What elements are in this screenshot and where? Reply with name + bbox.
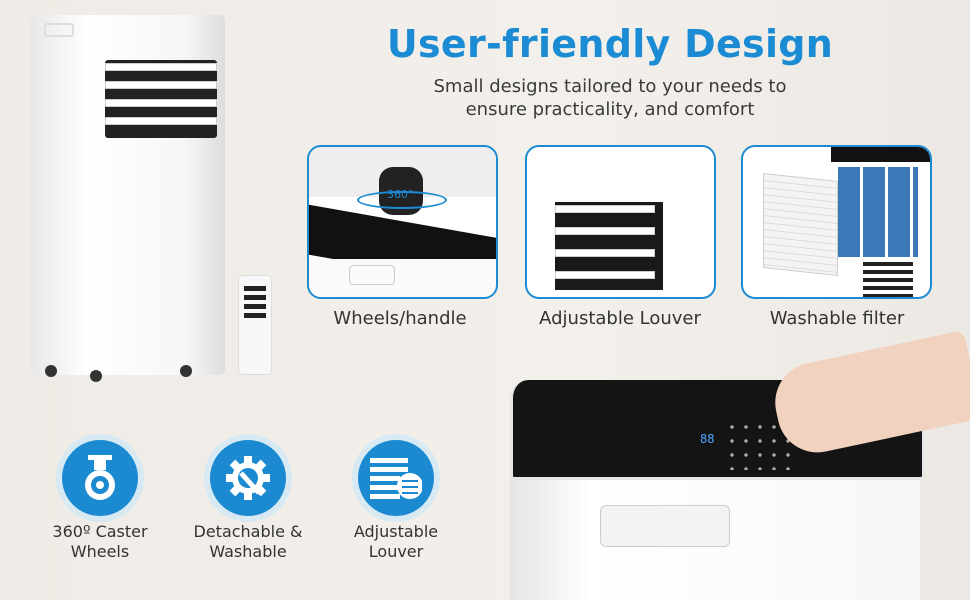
- gear-wrench-icon: [226, 456, 270, 500]
- feature-detachable-washable: [204, 434, 292, 522]
- temperature-display: 88: [700, 432, 715, 446]
- feature-adjustable-louver: [352, 434, 440, 522]
- air-conditioner-product-image: [30, 15, 225, 382]
- card-wheels-handle: 360°: [307, 145, 498, 299]
- subtitle-line-1: Small designs tailored to your needs to: [433, 76, 787, 97]
- pointing-hand-image: [767, 330, 970, 460]
- subtitle-line-2: ensure practicality, and comfort: [465, 99, 755, 120]
- rotation-badge: 360°: [387, 188, 414, 201]
- feature-caster-wheels: [56, 434, 144, 522]
- page-title: User-friendly Design: [386, 22, 834, 66]
- card-label-wheels: Wheels/handle: [333, 308, 467, 329]
- remote-control-image: [238, 275, 272, 375]
- card-washable-filter: [741, 145, 932, 299]
- card-label-louver: Adjustable Louver: [539, 308, 701, 329]
- control-panel-product-image: 88: [510, 380, 930, 600]
- card-label-filter: Washable filter: [769, 308, 905, 329]
- card-adjustable-louver: [525, 145, 716, 299]
- caster-wheel-icon: [85, 455, 115, 500]
- louver-settings-icon: [370, 458, 422, 499]
- feature-label-detachable: Detachable &Washable: [193, 522, 303, 561]
